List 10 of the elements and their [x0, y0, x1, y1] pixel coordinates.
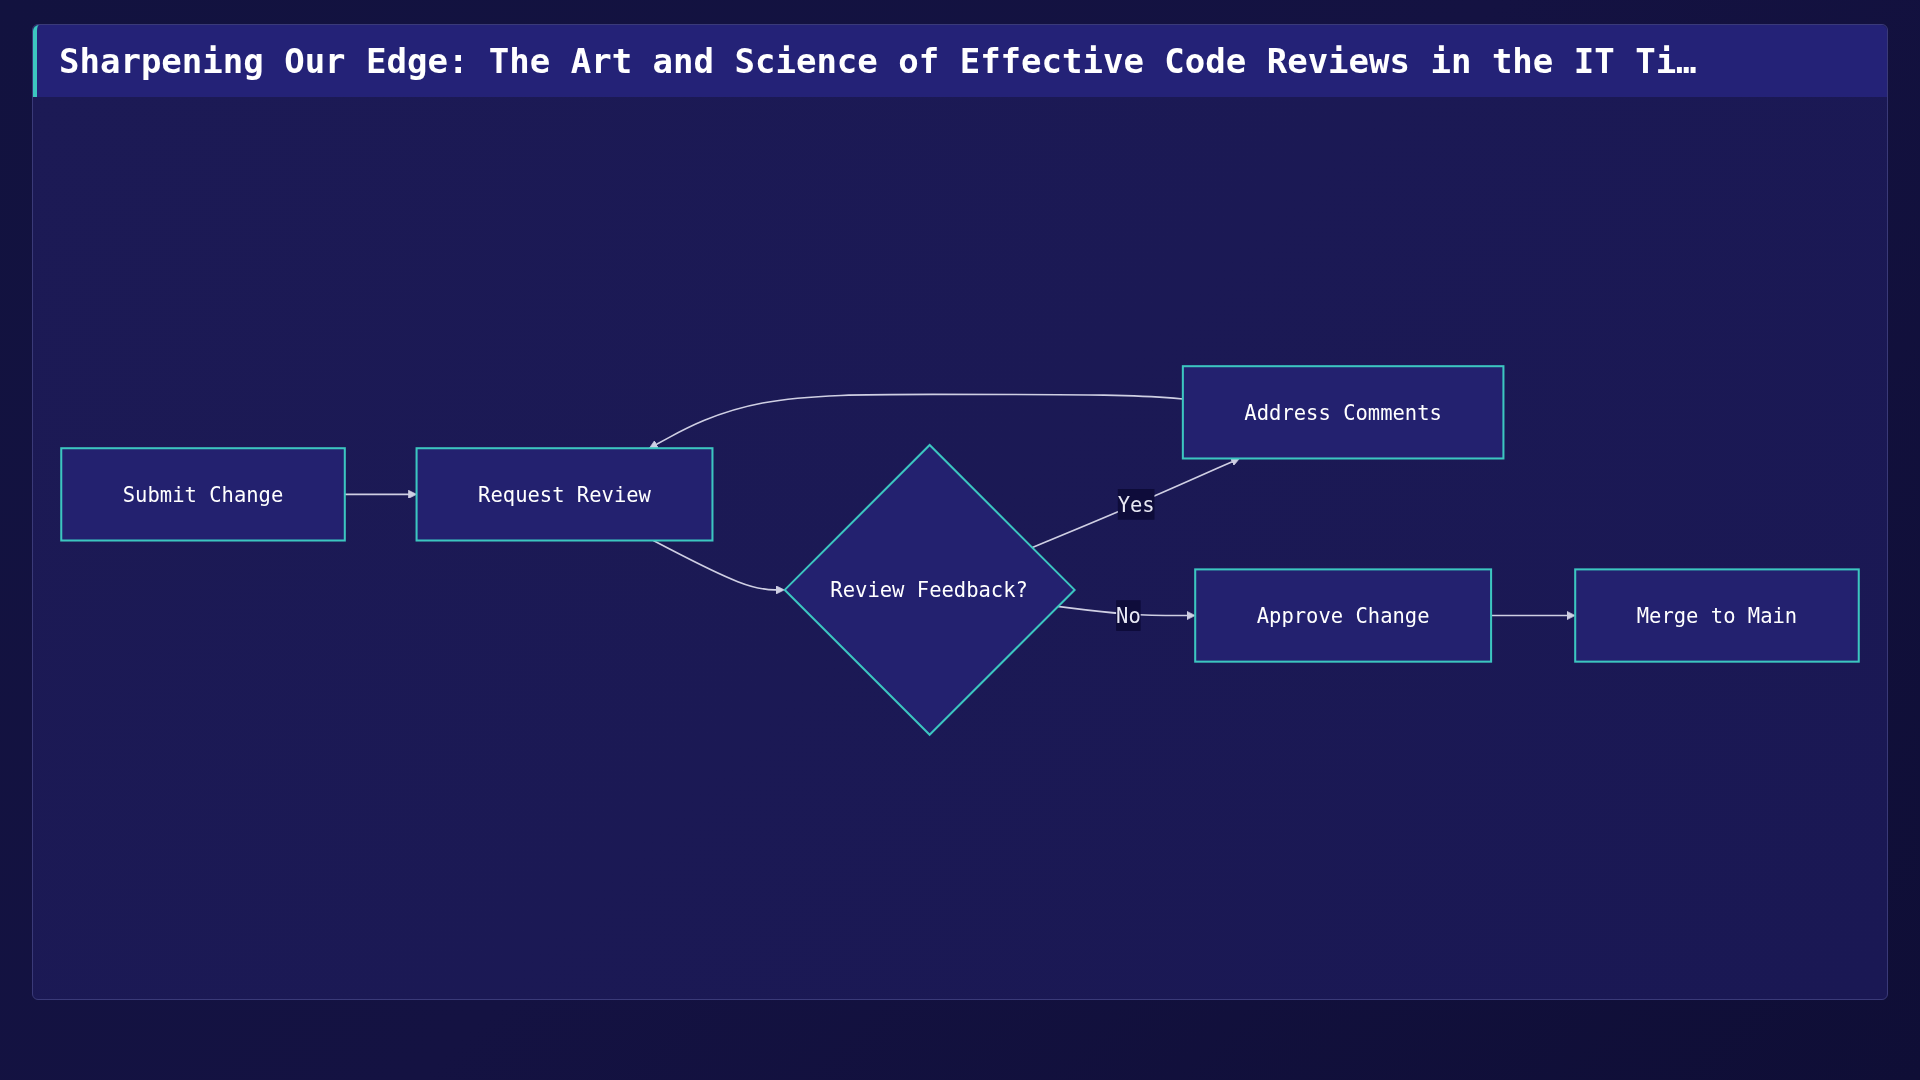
node-box: Request Review: [415, 446, 714, 542]
node-diamond: Review Feedback?: [783, 443, 1076, 736]
edge-label: Yes: [1117, 491, 1155, 517]
edge-label: No: [1116, 602, 1141, 628]
node-box: Address Comments: [1181, 364, 1505, 459]
diagram-title: Sharpening Our Edge: The Art and Science of Effective Code Reviews in the IT Ti…: [33, 25, 1887, 97]
node-box: Merge to Main: [1574, 567, 1860, 663]
node-box: Approve Change: [1194, 567, 1493, 663]
arrow: [344, 489, 417, 499]
node-box: Submit Change: [60, 446, 346, 542]
